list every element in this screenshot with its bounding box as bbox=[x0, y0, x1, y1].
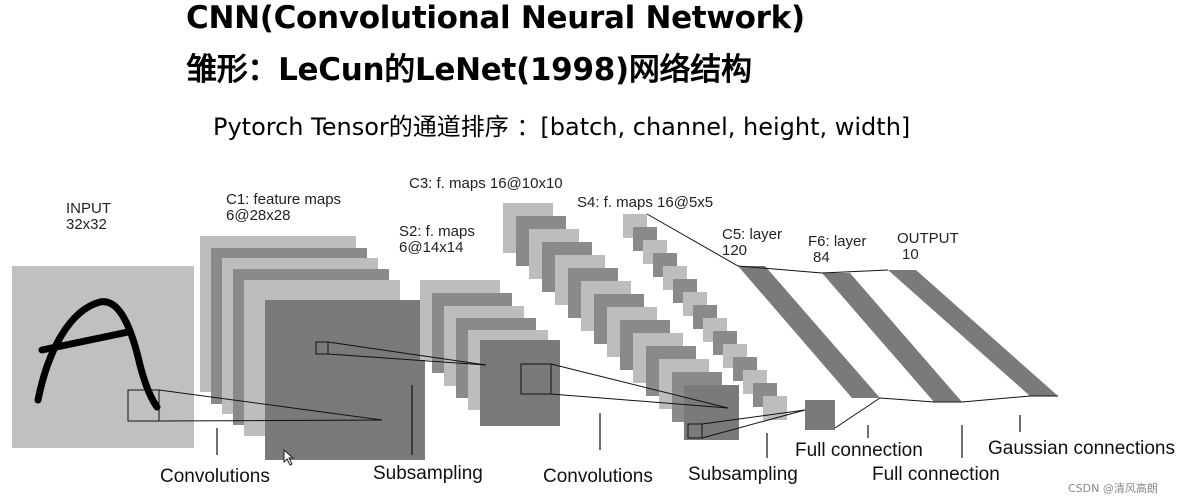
gauss-caption: Gaussian connections bbox=[988, 438, 1175, 459]
conv1-caption: Convolutions bbox=[160, 466, 270, 487]
mouse-cursor-icon bbox=[283, 448, 295, 466]
c3-label: C3: f. maps 16@10x10 bbox=[409, 175, 563, 192]
f6-output-connection-band bbox=[822, 273, 962, 402]
operation-tick-marks bbox=[216, 385, 1021, 458]
letter-a-glyph bbox=[34, 298, 161, 411]
s4-label: S4: f. maps 16@5x5 bbox=[577, 194, 714, 211]
output-gaussian-band bbox=[888, 270, 1058, 396]
title-line-2: 雏形：LeCun的LeNet(1998)网络结构 bbox=[186, 52, 752, 88]
full1-caption: Full connection bbox=[795, 440, 923, 461]
title-line-1: CNN(Convolutional Neural Network) bbox=[186, 0, 805, 36]
conv2-caption: Convolutions bbox=[543, 466, 653, 487]
network-outline-lines bbox=[646, 213, 1058, 429]
c5-f6-connection-band bbox=[738, 266, 880, 398]
subtitle: Pytorch Tensor的通道排序 ：[batch, channel, he… bbox=[213, 113, 911, 141]
sub1-caption: Subsampling bbox=[373, 463, 483, 484]
c3-feature-maps-stack bbox=[503, 203, 739, 440]
input-plane bbox=[12, 266, 194, 448]
sub2-caption: Subsampling bbox=[688, 464, 798, 485]
s2-feature-maps-stack bbox=[420, 280, 560, 426]
full2-caption: Full connection bbox=[872, 464, 1000, 485]
c1-feature-maps-stack bbox=[200, 236, 425, 460]
receptive-field-projections bbox=[127, 341, 806, 439]
watermark: CSDN @清风高朗 bbox=[1068, 482, 1158, 495]
